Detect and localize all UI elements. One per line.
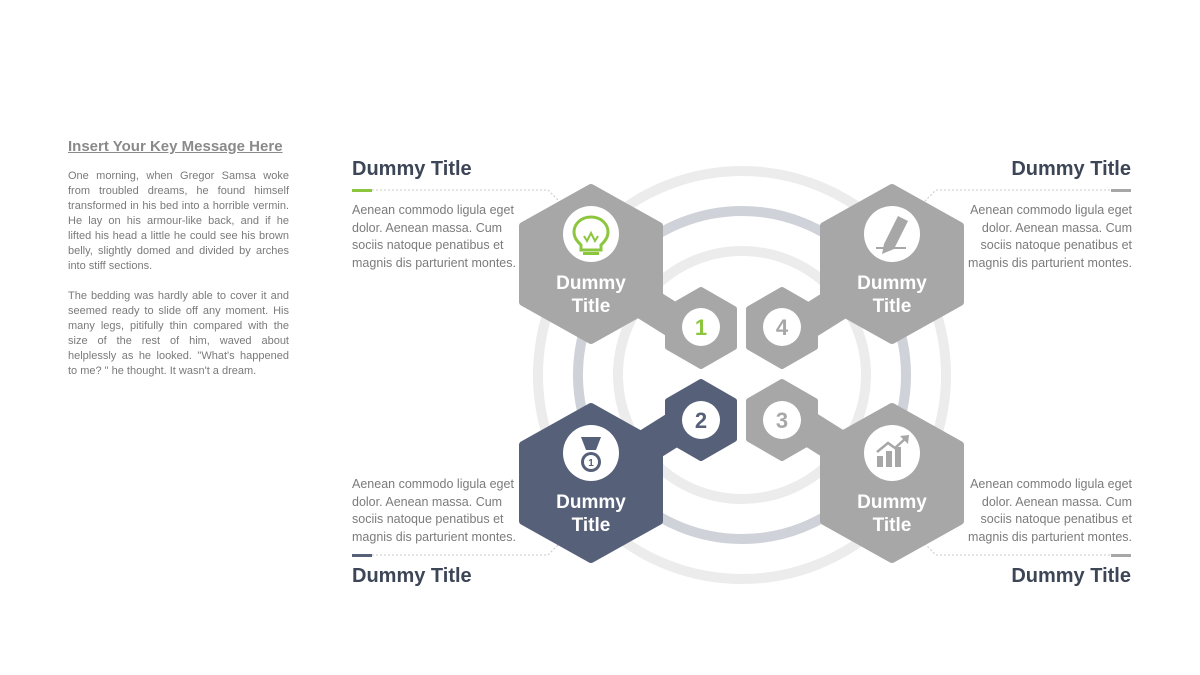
number-4: 4 (776, 315, 789, 340)
inner-ring (613, 246, 871, 504)
hexagon-2-title-line1: Dummy (556, 492, 626, 513)
hexagon-3-title: Dummy Title (832, 491, 952, 537)
hexagon-2 (519, 403, 663, 563)
number-circle-4 (763, 308, 801, 346)
key-message-title: Insert Your Key Message Here (68, 138, 283, 155)
hexagon-4 (820, 184, 964, 344)
number-1: 1 (695, 315, 707, 340)
hexagon-3 (820, 403, 964, 563)
section-4-title: Dummy Title (1011, 158, 1131, 180)
key-message-paragraph-2: The bedding was hardly able to cover it … (68, 290, 289, 377)
leader-line-3 (917, 536, 1110, 556)
hexagon-1-title-line1: Dummy (556, 273, 626, 294)
number-circle-1 (682, 308, 720, 346)
leader-line-4 (917, 189, 1110, 209)
number-3: 3 (776, 408, 788, 433)
accent-bar-2 (352, 554, 372, 557)
middle-ring (573, 206, 911, 544)
number-circle-2 (682, 401, 720, 439)
section-1-body: Aenean commodo ligula eget dolor. Aenean… (352, 203, 516, 270)
hexagon-4-title: Dummy Title (832, 272, 952, 318)
accent-bar-1 (352, 189, 372, 192)
hexagon-1-title-line2: Title (571, 296, 611, 317)
section-3-body: Aenean commodo ligula eget dolor. Aenean… (968, 477, 1132, 544)
outer-ring (533, 166, 951, 584)
hexagon-1-title: Dummy Title (531, 272, 651, 318)
section-2-title: Dummy Title (352, 565, 472, 587)
medal-icon: 1 (581, 437, 601, 472)
accent-bar-3 (1111, 554, 1131, 557)
hexagon-2-title-line2: Title (571, 515, 611, 536)
key-message-block: Insert Your Key Message Here One morning… (68, 138, 289, 394)
lightbulb-icon (572, 215, 610, 255)
section-2-body: Aenean commodo ligula eget dolor. Aenean… (352, 477, 516, 544)
medal-label: 1 (588, 458, 594, 469)
section-1-title: Dummy Title (352, 158, 472, 180)
leader-line-2 (372, 536, 567, 556)
hexagon-2-title: Dummy Title (531, 491, 651, 537)
hexagon-3-title-line1: Dummy (857, 492, 927, 513)
hexagon-4-title-line2: Title (872, 296, 912, 317)
section-4-body: Aenean commodo ligula eget dolor. Aenean… (968, 203, 1132, 270)
pencil-icon (876, 216, 908, 254)
hexagon-4-title-line1: Dummy (857, 273, 927, 294)
number-2: 2 (695, 408, 707, 433)
accent-bar-4 (1111, 189, 1131, 192)
growth-chart-icon (876, 435, 909, 467)
number-circle-3 (763, 401, 801, 439)
leader-line-1 (372, 189, 567, 209)
key-message-paragraph-1: One morning, when Gregor Samsa woke from… (68, 170, 289, 272)
hexagon-3-title-line2: Title (872, 515, 912, 536)
section-3-title: Dummy Title (1011, 565, 1131, 587)
hexagon-1 (519, 184, 663, 344)
